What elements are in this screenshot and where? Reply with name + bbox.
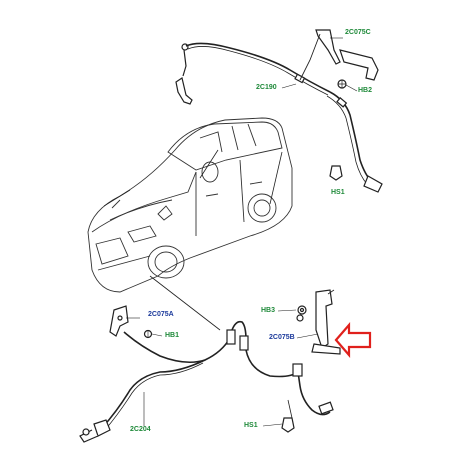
label-2c075c: 2C075C bbox=[345, 29, 371, 36]
indicator-arrow-icon bbox=[334, 322, 372, 358]
label-hb3: HB3 bbox=[261, 307, 276, 314]
label-2c204: 2C204 bbox=[130, 426, 151, 433]
label-2c190: 2C190 bbox=[256, 84, 277, 91]
vehicle-outline bbox=[87, 117, 293, 293]
label-2c075b: 2C075B bbox=[269, 334, 295, 341]
label-hb2: HB2 bbox=[358, 87, 373, 94]
front-sensor-harness bbox=[175, 29, 383, 193]
leader-lines bbox=[103, 149, 283, 331]
label-hs1-bottom: HS1 bbox=[244, 422, 258, 429]
label-leaders bbox=[126, 37, 358, 427]
label-hb1: HB1 bbox=[165, 332, 180, 339]
rear-sensor-harness bbox=[79, 289, 341, 443]
label-2c075a: 2C075A bbox=[148, 311, 174, 318]
label-hs1-top: HS1 bbox=[331, 189, 345, 196]
